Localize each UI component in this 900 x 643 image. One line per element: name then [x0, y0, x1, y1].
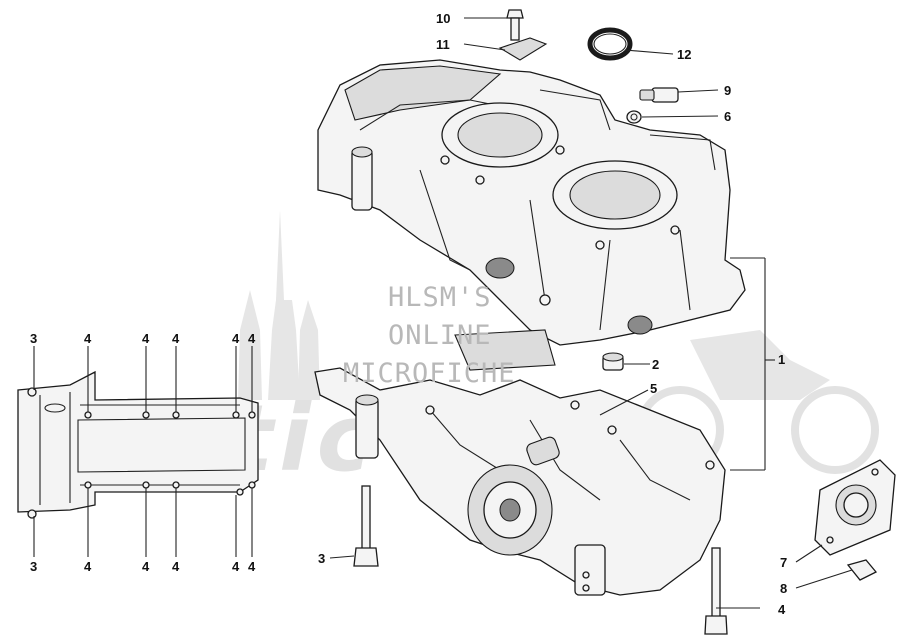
bolt-8 [846, 559, 878, 581]
callout-10: 10 [436, 11, 450, 26]
callout-9: 9 [724, 83, 731, 98]
callout-4-bottom-4: 4 [232, 559, 240, 574]
bolt-3 [361, 485, 371, 551]
callout-6: 6 [724, 109, 731, 124]
callout-4-bottom-5: 4 [248, 559, 256, 574]
callout-4-top-2: 4 [142, 331, 150, 346]
callout-3-bolt: 3 [318, 551, 325, 566]
callout-4-bottom-3: 4 [172, 559, 180, 574]
leader-lines [33, 17, 853, 609]
upper-crankcase [317, 59, 746, 346]
lower-crankcase [314, 329, 726, 596]
fitting-9 [651, 87, 679, 103]
watermark-line-2: ONLINE [388, 320, 492, 351]
callout-4-bottom-1: 4 [84, 559, 92, 574]
callout-4-bolt: 4 [778, 602, 786, 617]
watermark-text: HLSM'S ONLINE MICROFICHE [343, 282, 516, 389]
callout-2: 2 [652, 357, 659, 372]
crankcase-bottom-view [17, 370, 259, 519]
callout-4-top-5: 4 [248, 331, 256, 346]
callout-5: 5 [650, 381, 657, 396]
bolt-10-shank [510, 17, 520, 41]
washer-6 [626, 110, 642, 124]
clamp-12 [587, 27, 633, 61]
callout-8: 8 [780, 581, 787, 596]
gasket-11 [498, 37, 548, 61]
callout-3-top: 3 [30, 331, 37, 346]
callout-4-bottom-2: 4 [142, 559, 150, 574]
callout-3-bottom: 3 [30, 559, 37, 574]
callout-1: 1 [778, 352, 785, 367]
callout-4-top-1: 4 [84, 331, 92, 346]
callout-11: 11 [436, 37, 450, 52]
callout-12: 12 [677, 47, 691, 62]
watermark-line-1: HLSM'S [388, 282, 492, 313]
callout-7: 7 [780, 555, 787, 570]
callout-4-top-3: 4 [172, 331, 180, 346]
watermark-line-3: MICROFICHE [343, 358, 516, 389]
callout-4-top-4: 4 [232, 331, 240, 346]
bolt-10 [506, 9, 524, 19]
small-parts [353, 9, 896, 635]
callout-labels: 10 11 12 9 6 2 5 1 3 4 7 8 3 3 4 4 4 4 4… [30, 11, 787, 617]
